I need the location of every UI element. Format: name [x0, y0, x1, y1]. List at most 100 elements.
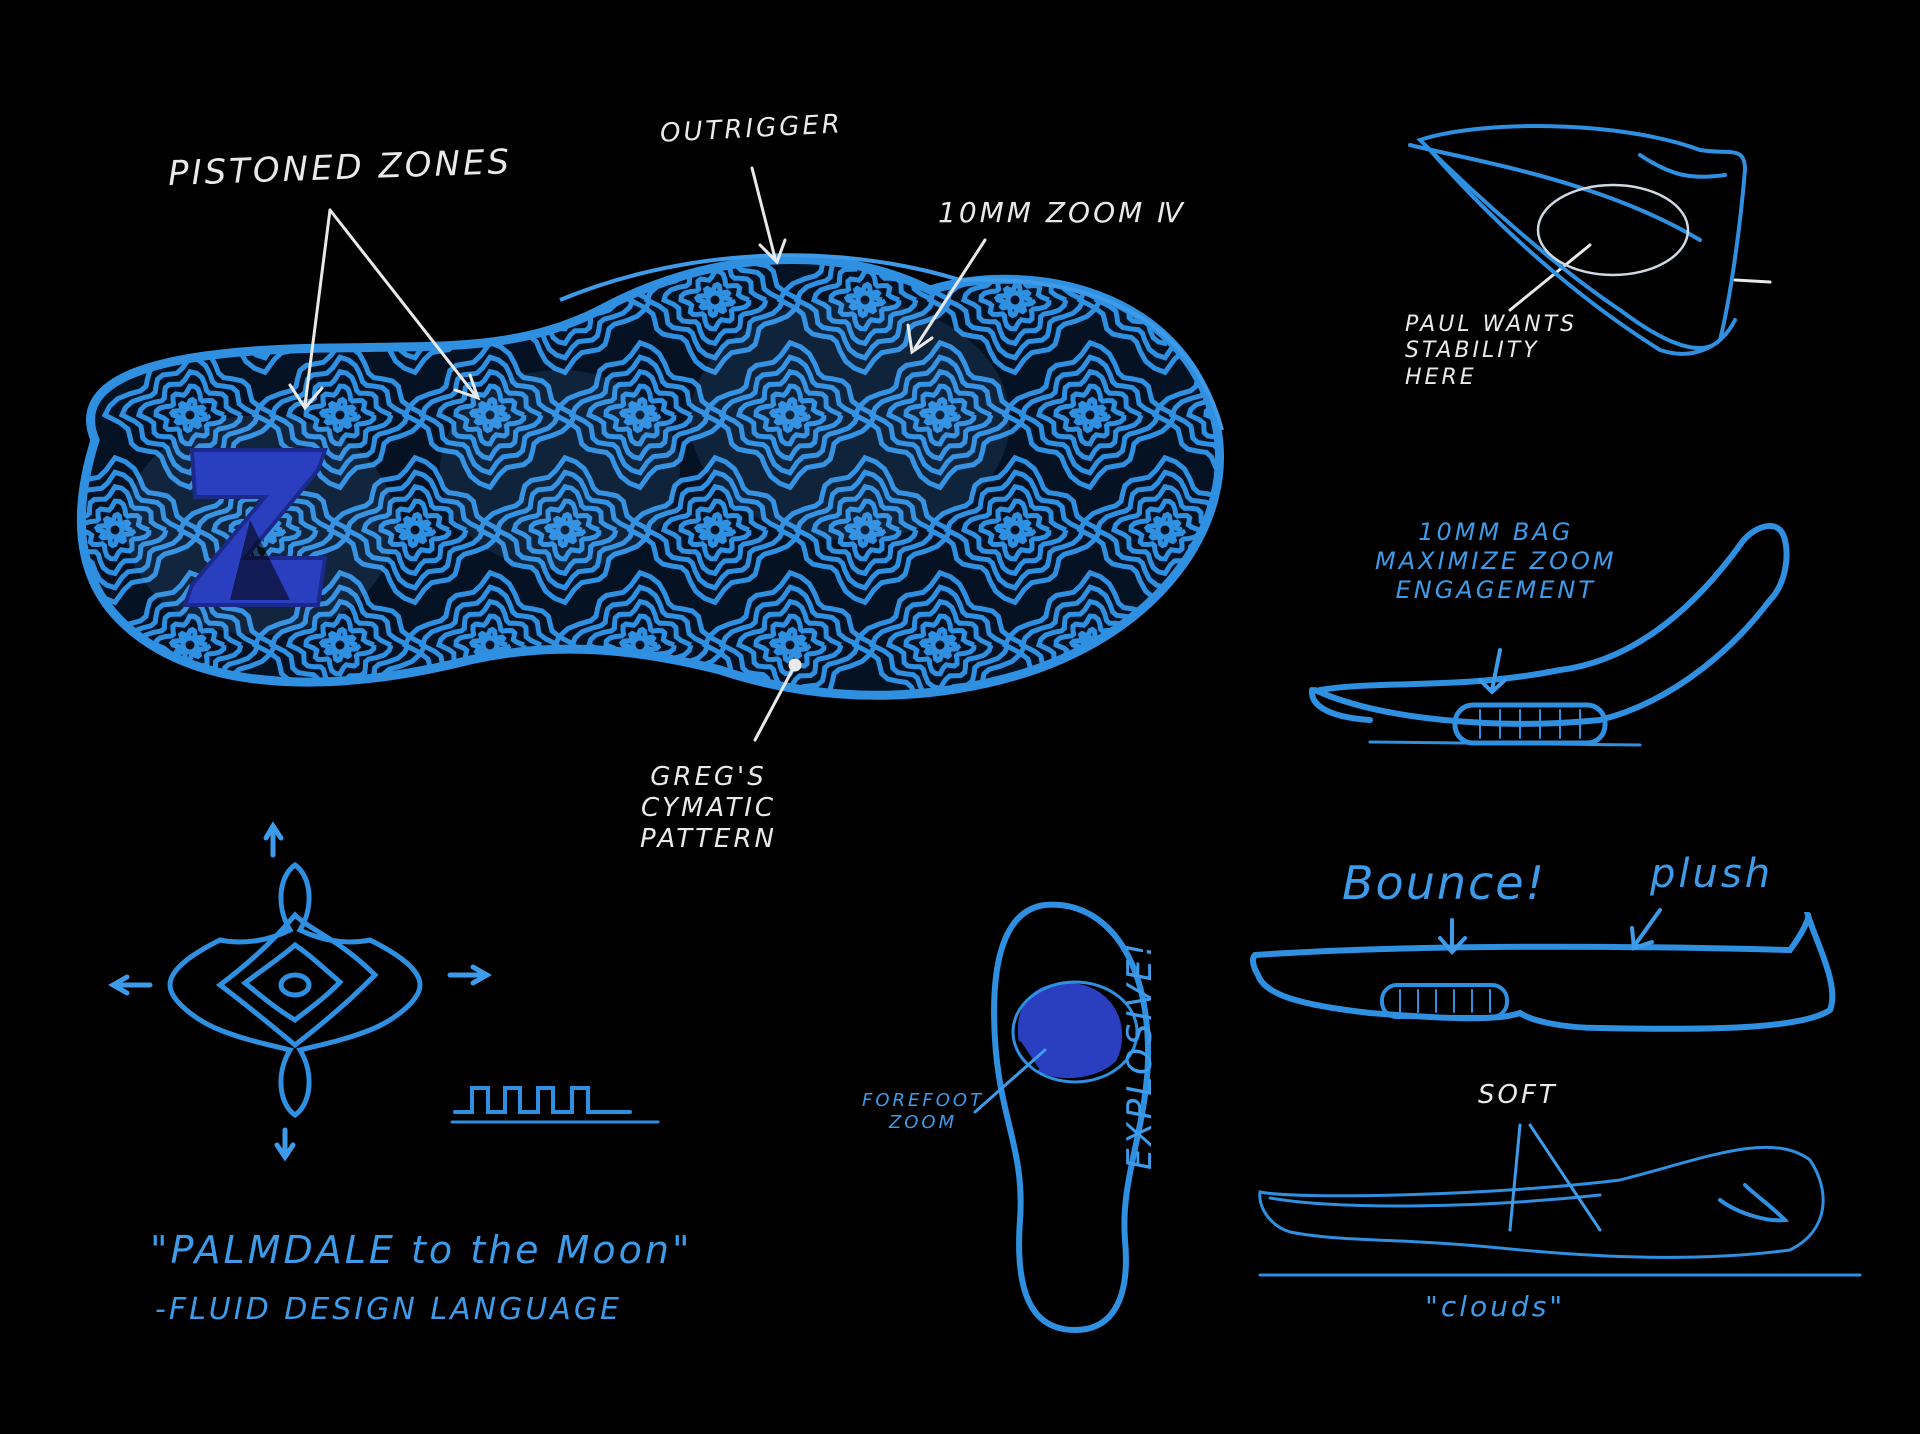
- cymatic-ring: [81, 268, 152, 332]
- cymatic-ring: [81, 483, 169, 577]
- cymatic-center: [480, 405, 500, 425]
- cymatic-ring: [903, 613, 977, 677]
- cymatic-center: [255, 290, 275, 310]
- clouds-label: "clouds": [1425, 1290, 1566, 1323]
- pg-logo: [182, 448, 328, 607]
- forefoot-zoom-label: FOREFOOT ZOOM: [862, 1090, 984, 1133]
- cymatic-ring: [378, 498, 452, 562]
- explosive-label: EXPLOSIVE!: [1120, 940, 1160, 1170]
- fluid-design-label: -FLUID DESIGN LANGUAGE: [155, 1292, 623, 1327]
- cymatic-ring: [1247, 242, 1383, 358]
- cymatic-center: [1005, 290, 1025, 310]
- cymatic-ring: [93, 281, 137, 319]
- cymatic-ring: [476, 454, 653, 606]
- zoom-bag-line-3: ENGAGEMENT: [1395, 575, 1596, 604]
- cymatic-ring: [1506, 616, 1574, 674]
- zoom-bag-line-1: 10MM BAG: [1418, 518, 1574, 546]
- cymatic-center: [780, 405, 800, 425]
- cymatic-ring: [735, 368, 844, 462]
- cymatic-ring: [1281, 271, 1349, 329]
- cymatic-ring: [1356, 386, 1424, 444]
- cymatic-ring: [903, 383, 977, 447]
- cymatic-ring: [326, 454, 503, 606]
- paul-stability-line-2: STABILITY: [1405, 338, 1540, 364]
- cymatic-center: [780, 635, 800, 655]
- cymatic-ring: [510, 483, 619, 577]
- cymatic-ring: [251, 339, 428, 491]
- paul-stability-line-3: HERE: [1405, 364, 1477, 390]
- cymatic-ring: [678, 498, 752, 562]
- cymatic-ring: [868, 354, 1011, 476]
- cymatic-ring: [1339, 602, 1441, 689]
- cymatic-ring: [585, 368, 694, 462]
- cymatic-ring: [360, 483, 469, 577]
- bounce-midsole: [1250, 908, 1836, 1032]
- cymatic-center: [180, 405, 200, 425]
- cymatic-ring: [885, 368, 994, 462]
- cymatic-ring: [1372, 400, 1408, 431]
- cymatic-center: [1233, 408, 1247, 422]
- annotation-arrows: [288, 166, 1772, 742]
- cymatic-ring: [1168, 584, 1220, 696]
- cymatic-ring: [401, 339, 578, 491]
- cymatic-center: [1383, 638, 1397, 652]
- cymatic-ring: [1035, 368, 1144, 462]
- bounce-label: Bounce!: [1342, 856, 1547, 910]
- cymatic-ring: [551, 339, 728, 491]
- cymatic-center: [180, 635, 200, 655]
- gregs-pattern-line-2: CYMATIC: [640, 793, 777, 824]
- zoom-unit-label: 10MM ZOOM Ⅳ: [938, 196, 1187, 229]
- cymatic-ring: [1053, 383, 1127, 447]
- cymatic-center: [855, 290, 875, 310]
- cymatic-ring: [1372, 630, 1408, 661]
- cymatic-ring: [810, 483, 919, 577]
- cymatic-center: [1308, 523, 1322, 537]
- cymatic-ring: [435, 368, 544, 462]
- gregs-pattern-label: GREG'S CYMATIC PATTERN: [640, 762, 777, 856]
- cymatic-center: [1458, 293, 1472, 307]
- cymatic-ring: [1506, 386, 1574, 444]
- cymatic-ring: [643, 469, 786, 591]
- cymatic-center: [630, 405, 650, 425]
- cymatic-center: [1308, 293, 1322, 307]
- cymatic-ring: [1264, 487, 1366, 574]
- cymatic-center: [1155, 290, 1175, 310]
- cymatic-center: [705, 290, 725, 310]
- cymatic-ring: [1168, 354, 1220, 476]
- cymatic-center: [405, 520, 425, 540]
- cymatic-ring: [243, 281, 287, 319]
- cymatic-center: [705, 520, 725, 540]
- cymatic-ring: [81, 259, 203, 376]
- cymatic-ring: [1203, 613, 1220, 677]
- cymatic-ring: [135, 368, 244, 462]
- cymatic-ring: [1264, 257, 1366, 344]
- cymatic-ring: [943, 469, 1086, 591]
- cymatic-ring: [753, 613, 827, 677]
- cymatic-ring: [1128, 498, 1202, 562]
- upper-shoe-sketch: [1408, 124, 1748, 356]
- cymatic-ring: [453, 383, 527, 447]
- gregs-pattern-line-1: GREG'S: [650, 762, 767, 792]
- cymatic-ring: [828, 498, 902, 562]
- cymatic-ring: [1281, 501, 1349, 559]
- cymatic-ring: [926, 259, 1103, 376]
- cymatic-ring: [81, 498, 152, 562]
- cymatic-ring: [153, 383, 227, 447]
- cymatic-ring: [418, 354, 561, 476]
- cymatic-center: [930, 405, 950, 425]
- cymatic-ring: [1151, 339, 1220, 491]
- cymatic-center: [855, 520, 875, 540]
- cymatic-ring: [210, 259, 319, 347]
- cymatic-ring: [660, 483, 769, 577]
- cymatic-ring: [776, 259, 953, 376]
- cymatic-center: [555, 520, 575, 540]
- forefoot-zoom-line-1: FOREFOOT: [862, 1090, 985, 1111]
- cymatic-center: [1005, 520, 1025, 540]
- cymatic-ring: [81, 259, 169, 347]
- cymatic-ring: [360, 259, 469, 347]
- cymatic-ring: [81, 259, 186, 361]
- zoom-bag-profile: [1308, 523, 1790, 747]
- cymatic-ring: [776, 454, 953, 606]
- cymatic-ring: [626, 259, 803, 376]
- cymatic-ring: [1447, 285, 1483, 316]
